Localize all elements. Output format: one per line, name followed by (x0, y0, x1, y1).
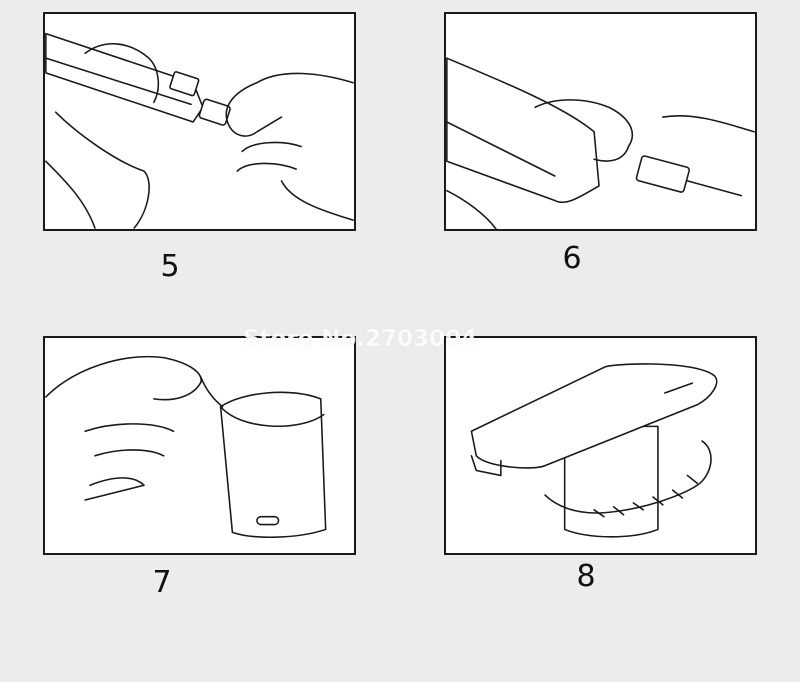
step-8-number: 8 (576, 559, 596, 594)
store-watermark: Store No.2703004 (243, 326, 478, 352)
step-6-number: 6 (562, 241, 582, 276)
hand-peeling-adhesive-from-stand-illustration (45, 356, 327, 538)
phone-on-security-display-stand-illustration (470, 363, 718, 538)
step-5-number: 5 (160, 249, 180, 284)
hands-attaching-cable-to-phone-illustration (45, 32, 354, 229)
step-6-panel (444, 12, 757, 231)
hand-pressing-connector-into-phone-illustration (446, 57, 755, 229)
step-7-number: 7 (152, 565, 172, 600)
step-5-panel (43, 12, 356, 231)
step-8-panel (444, 336, 757, 555)
step-7-panel (43, 336, 356, 555)
